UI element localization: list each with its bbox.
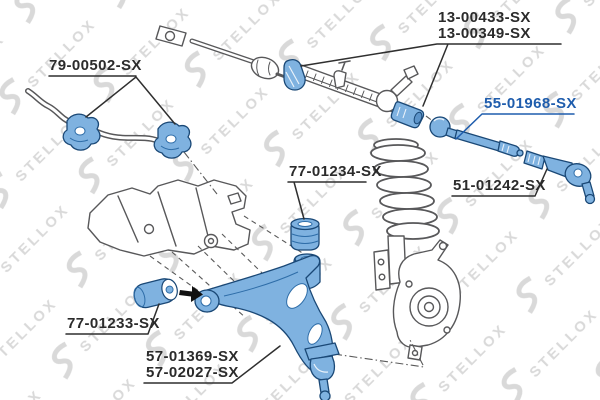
part-label-55-01968-highlighted[interactable]: 55-01968-SX <box>484 95 577 112</box>
part-label-13-00433: 13-00433-SX <box>438 9 531 26</box>
coil-spring <box>370 138 440 240</box>
rack-bushing-right <box>390 101 425 129</box>
strut-knuckle <box>373 235 461 361</box>
control-arm[interactable] <box>194 254 334 375</box>
rack-bushing-left <box>283 59 306 91</box>
bushing-77-01234 <box>290 217 320 251</box>
tie-rod-end[interactable] <box>523 150 596 205</box>
callout-51-01242 <box>451 168 548 197</box>
part-label-77-01233: 77-01233-SX <box>67 315 160 332</box>
part-label-13-00349: 13-00349-SX <box>438 25 531 42</box>
part-label-57-02027: 57-02027-SX <box>146 364 239 381</box>
bushing-77-01233 <box>133 278 178 309</box>
callout-57-01369 <box>143 345 281 384</box>
part-label-51-01242: 51-01242-SX <box>453 177 546 194</box>
stabilizer-clamp-right <box>153 121 192 159</box>
part-label-77-01234: 77-01234-SX <box>289 163 382 180</box>
callout-55-01968 <box>455 113 575 140</box>
direction-arrow-icon <box>179 286 203 302</box>
part-label-57-01369: 57-01369-SX <box>146 348 239 365</box>
ball-joint <box>304 342 340 400</box>
callout-13-00433 <box>300 43 562 107</box>
stabilizer-bar <box>25 88 185 150</box>
subframe <box>87 179 251 257</box>
callout-79-00502 <box>48 75 176 125</box>
callout-77-01234 <box>287 181 367 220</box>
callout-77-01233 <box>65 303 160 335</box>
inner-tie-rod[interactable] <box>429 116 524 157</box>
part-label-79-00502: 79-00502-SX <box>49 57 142 74</box>
